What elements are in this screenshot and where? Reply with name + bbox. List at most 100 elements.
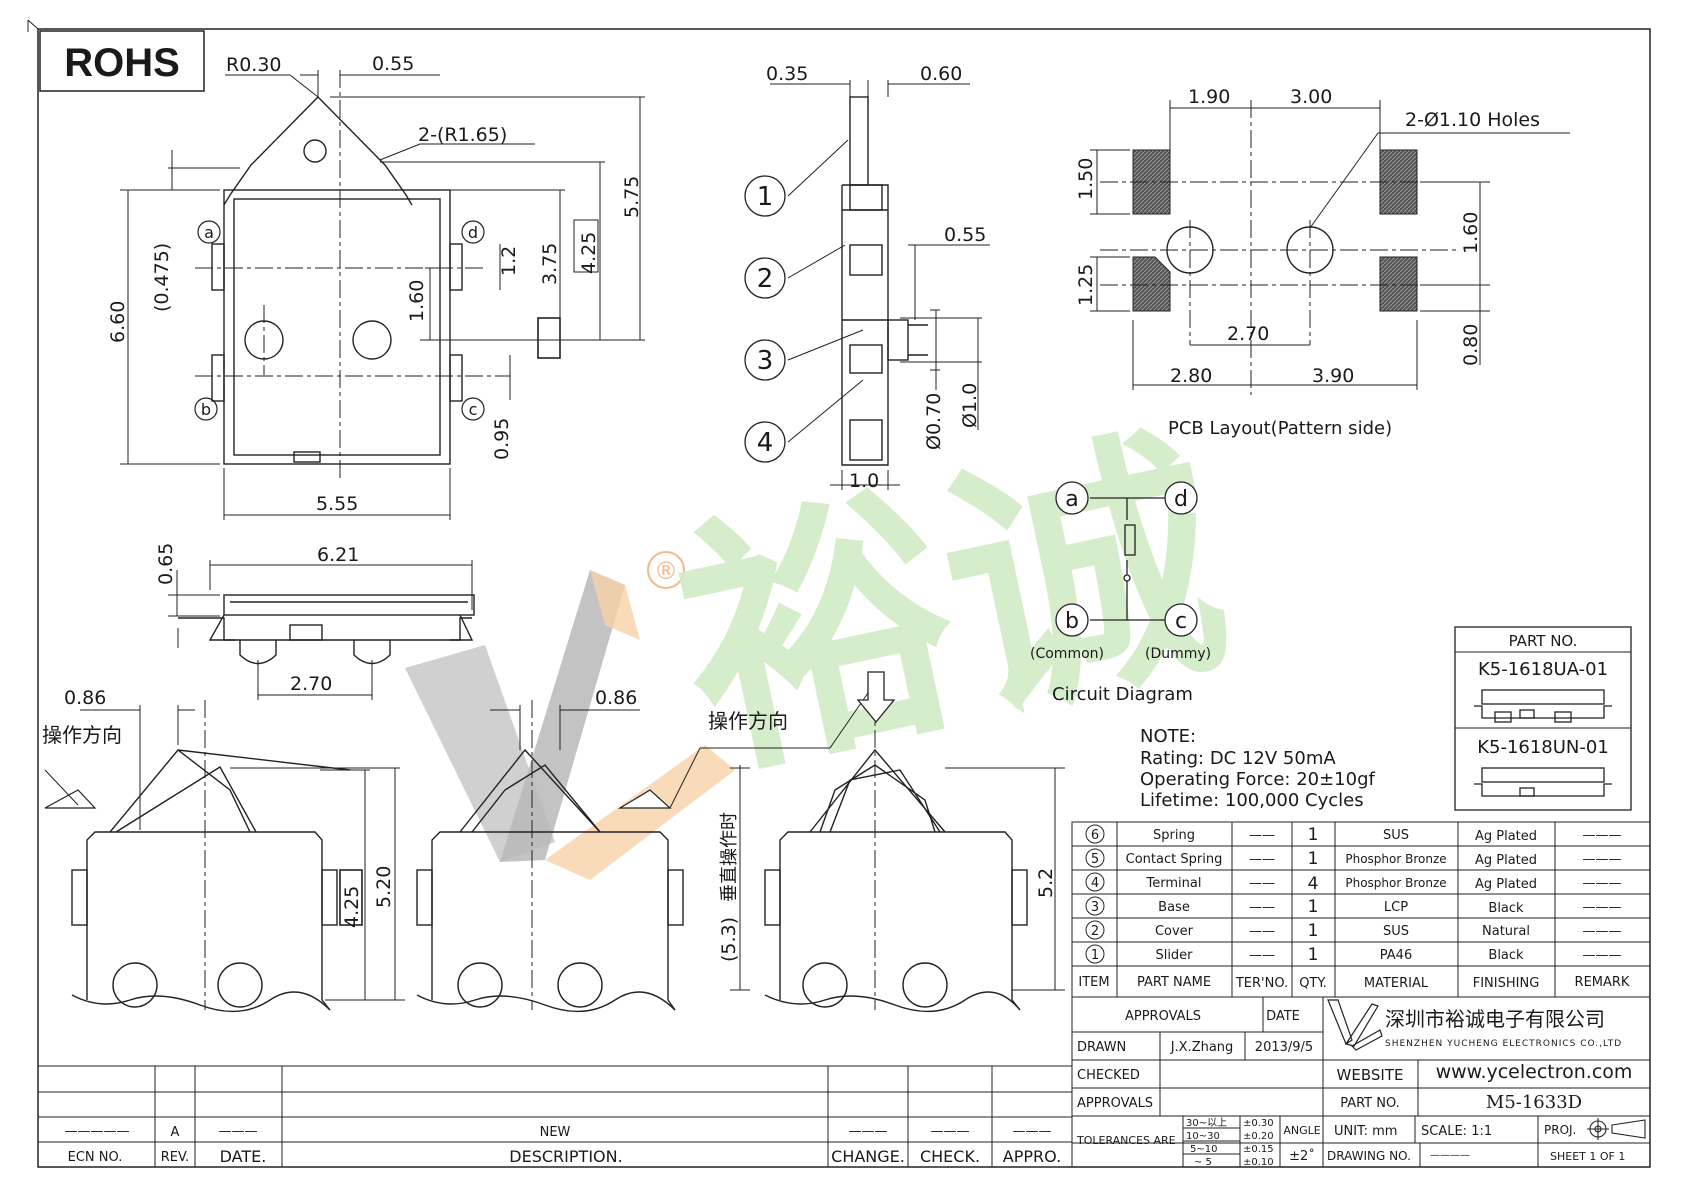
svg-text:Black: Black [1488, 948, 1524, 963]
svg-text:Ag Plated: Ag Plated [1475, 877, 1537, 892]
pin-c: c [1175, 609, 1187, 634]
drawn-by: J.X.Zhang [1170, 1040, 1234, 1055]
dim-555: 5.55 [316, 493, 358, 515]
unit: UNIT: mm [1334, 1124, 1397, 1139]
top-view [120, 70, 645, 520]
dim-160: 1.60 [406, 280, 428, 322]
svg-text:———: ——— [1013, 1124, 1052, 1139]
svg-text:MATERIAL: MATERIAL [1364, 976, 1429, 991]
svg-text:2: 2 [757, 264, 774, 294]
svg-text:——: —— [1249, 924, 1275, 939]
svg-text:Ag Plated: Ag Plated [1475, 829, 1537, 844]
dim-top-055: 0.55 [372, 53, 414, 75]
tol-range-1: 10~30 [1186, 1131, 1220, 1142]
bom-table: 6 Spring —— 1 SUS Ag Plated ——— 5 Contac… [1071, 821, 1651, 998]
pad-br [1379, 256, 1418, 312]
dim-side-055: 0.55 [944, 224, 986, 246]
sheet: SHEET 1 OF 1 [1550, 1150, 1625, 1163]
dim-op-520: 5.20 [373, 866, 395, 908]
note-force: Operating Force: 20±10gf [1140, 769, 1376, 790]
pin-a: a [1065, 487, 1078, 512]
svg-text:4: 4 [1308, 874, 1319, 894]
pin-a-top: a [204, 223, 214, 242]
svg-text:CHANGE.: CHANGE. [831, 1147, 905, 1166]
svg-text:6: 6 [1091, 828, 1099, 843]
rohs-box: ROHS [39, 30, 205, 92]
dim-op-425: 4.25 [341, 886, 363, 928]
svg-text:LCP: LCP [1384, 900, 1408, 915]
dim-10: Ø1.0 [959, 383, 981, 428]
side-balloons: 1 2 3 4 [744, 175, 786, 463]
front-view-dims: 0.65 6.21 2.70 [155, 543, 359, 695]
dim-r030: R0.30 [226, 54, 282, 76]
approvals-header: APPROVALS [1125, 1009, 1201, 1024]
pin-d-top: d [468, 223, 478, 242]
tol-range-3: ~ 5 [1194, 1157, 1212, 1168]
dim-op-086-b: 0.86 [595, 687, 637, 709]
tol-val-1: ±0.20 [1243, 1131, 1274, 1142]
dim-op-086-a: 0.86 [64, 687, 106, 709]
part-no-value: M5-1633D [1486, 1092, 1582, 1113]
svg-text:Phosphor Bronze: Phosphor Bronze [1345, 852, 1446, 866]
svg-text:PART NAME: PART NAME [1137, 975, 1211, 990]
svg-text:4: 4 [757, 428, 774, 458]
revision-row: ————— A ——— NEW ——— ——— ——— [65, 1124, 1052, 1140]
dim-095: 0.95 [491, 418, 513, 460]
pcb-280: 2.80 [1170, 365, 1212, 387]
svg-text:———: ——— [931, 1124, 970, 1139]
svg-text:FINISHING: FINISHING [1473, 976, 1540, 991]
svg-text:1: 1 [1091, 948, 1099, 963]
svg-text:3: 3 [757, 346, 774, 376]
scale: SCALE: 1:1 [1421, 1124, 1492, 1139]
svg-text:———: ——— [1583, 924, 1622, 939]
bom-row: 2 Cover —— 1 SUS Natural ——— [1085, 920, 1622, 941]
pcb-190: 1.90 [1188, 86, 1230, 108]
pin-c-top: c [469, 400, 478, 419]
svg-text:1: 1 [1308, 897, 1319, 917]
balloon-1: 1 [744, 175, 786, 217]
company-cn: 深圳市裕诚电子有限公司 [1385, 1007, 1605, 1031]
svg-text:——: —— [1249, 828, 1275, 843]
revision-header: ECN NO. REV. DATE. DESCRIPTION. CHANGE. … [68, 1147, 1062, 1166]
svg-text:ECN NO.: ECN NO. [68, 1150, 123, 1165]
svg-text:———: ——— [1583, 852, 1622, 867]
svg-text:Slider: Slider [1155, 948, 1193, 963]
svg-text:3: 3 [1091, 900, 1099, 915]
svg-text:Black: Black [1488, 901, 1524, 916]
tol-val-0: ±0.30 [1243, 1118, 1274, 1129]
pcb-holes: 2-Ø1.10 Holes [1405, 109, 1540, 131]
svg-text:CHECK.: CHECK. [920, 1147, 980, 1166]
dim-660: 6.60 [107, 301, 129, 343]
dim-035: 0.35 [766, 63, 808, 85]
dim-575: 5.75 [621, 176, 643, 218]
svg-text:———: ——— [1583, 948, 1622, 963]
svg-text:REV.: REV. [161, 1150, 190, 1165]
svg-text:———: ——— [219, 1124, 258, 1139]
watermark: ® 裕诚 [405, 396, 1248, 880]
svg-text:1: 1 [1308, 849, 1319, 869]
drawing-no-label: DRAWING NO. [1327, 1149, 1411, 1163]
pin-d: d [1174, 487, 1188, 512]
svg-text:A: A [171, 1125, 180, 1140]
bom-row: 6 Spring —— 1 SUS Ag Plated ——— [1085, 824, 1622, 845]
pcb-160: 1.60 [1460, 212, 1482, 254]
pcb-270: 2.70 [1227, 323, 1269, 345]
part-no-1: K5-1618UA-01 [1478, 659, 1608, 680]
part-no-label: PART NO. [1340, 1096, 1400, 1111]
angle-value: ±2˚ [1289, 1148, 1315, 1164]
svg-text:Ag Plated: Ag Plated [1475, 853, 1537, 868]
top-view-dims: R0.30 0.55 2-(R1.65) (0.475) 6.60 1.2 3.… [107, 53, 643, 515]
svg-text:ITEM: ITEM [1078, 975, 1109, 990]
dim-side-bottom-10: 1.0 [849, 470, 879, 492]
bom-row: 1 Slider —— 1 PA46 Black ——— [1085, 944, 1622, 965]
angle-label: ANGLE [1283, 1124, 1320, 1137]
title-block: APPROVALS DATE DRAWN J.X.Zhang 2013/9/5 … [1071, 996, 1651, 1168]
part-no-2: K5-1618UN-01 [1477, 737, 1609, 758]
pin-markers: a d b c [194, 220, 485, 421]
dim-12: 1.2 [498, 246, 520, 276]
svg-text:———: ——— [1583, 876, 1622, 891]
svg-text:1: 1 [1308, 921, 1319, 941]
drawing-no: ———— [1430, 1150, 1470, 1161]
bom-header: ITEM PART NAME TER'NO. QTY. MATERIAL FIN… [1078, 975, 1630, 991]
op-dir-1: 操作方向 [42, 723, 122, 747]
